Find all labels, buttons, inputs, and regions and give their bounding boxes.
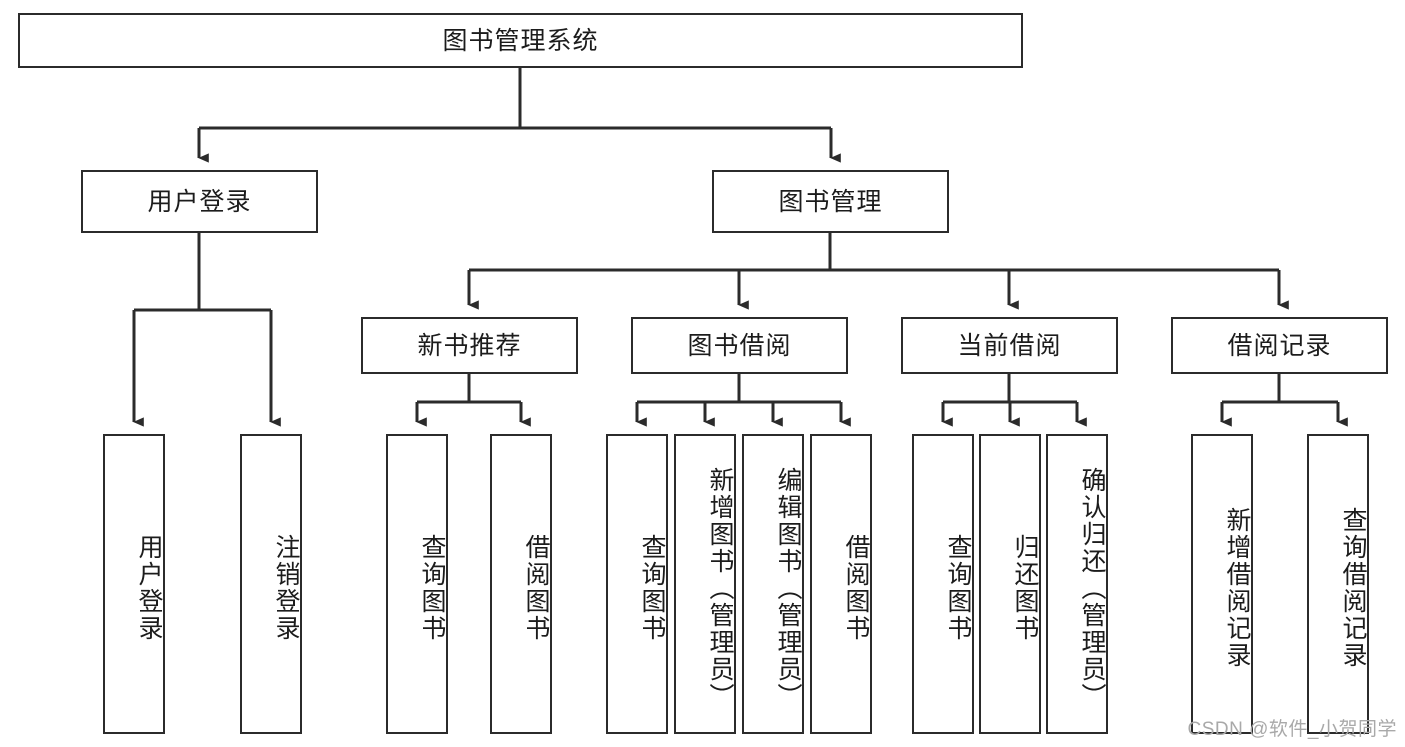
- node-new-book-recommend-label: 新书推荐: [417, 331, 522, 360]
- leaf-current-confirm-return-label: 确认归还（管理员）: [1078, 466, 1106, 710]
- leaf-record-add-label: 新增借阅记录: [1223, 507, 1251, 669]
- node-current-borrow-label: 当前借阅: [957, 331, 1062, 360]
- leaf-borrow-borrow-book-label: 借阅图书: [842, 534, 870, 642]
- node-user-login-label: 用户登录: [147, 187, 252, 216]
- node-root-system[interactable]: 图书管理系统: [18, 13, 1023, 68]
- leaf-user-logout-label: 注销登录: [272, 534, 300, 642]
- leaf-borrow-query-book-label: 查询图书: [638, 534, 666, 642]
- node-book-borrow-label: 图书借阅: [687, 331, 792, 360]
- leaf-newbook-borrow-book[interactable]: 借阅图书: [490, 434, 552, 734]
- node-borrow-record[interactable]: 借阅记录: [1171, 317, 1388, 374]
- node-new-book-recommend[interactable]: 新书推荐: [361, 317, 578, 374]
- leaf-borrow-add-book-label: 新增图书（管理员）: [706, 466, 734, 710]
- leaf-current-query-book-label: 查询图书: [944, 534, 972, 642]
- leaf-current-query-book[interactable]: 查询图书: [912, 434, 974, 734]
- leaf-borrow-edit-book[interactable]: 编辑图书（管理员）: [742, 434, 804, 734]
- leaf-newbook-query-book-label: 查询图书: [418, 534, 446, 642]
- node-book-management-label: 图书管理: [778, 187, 883, 216]
- leaf-record-query[interactable]: 查询借阅记录: [1307, 434, 1369, 734]
- leaf-current-return-book[interactable]: 归还图书: [979, 434, 1041, 734]
- leaf-record-query-label: 查询借阅记录: [1339, 507, 1367, 669]
- leaf-current-confirm-return[interactable]: 确认归还（管理员）: [1046, 434, 1108, 734]
- leaf-user-login[interactable]: 用户登录: [103, 434, 165, 734]
- csdn-watermark: CSDN @软件_小贺同学: [1187, 719, 1397, 740]
- leaf-current-return-book-label: 归还图书: [1011, 534, 1039, 642]
- leaf-borrow-add-book[interactable]: 新增图书（管理员）: [674, 434, 736, 734]
- leaf-newbook-borrow-book-label: 借阅图书: [522, 534, 550, 642]
- leaf-borrow-edit-book-label: 编辑图书（管理员）: [774, 466, 802, 710]
- node-current-borrow[interactable]: 当前借阅: [901, 317, 1118, 374]
- leaf-record-add[interactable]: 新增借阅记录: [1191, 434, 1253, 734]
- leaf-newbook-query-book[interactable]: 查询图书: [386, 434, 448, 734]
- node-book-management[interactable]: 图书管理: [712, 170, 949, 233]
- node-book-borrow[interactable]: 图书借阅: [631, 317, 848, 374]
- leaf-borrow-query-book[interactable]: 查询图书: [606, 434, 668, 734]
- leaf-user-logout[interactable]: 注销登录: [240, 434, 302, 734]
- leaf-borrow-borrow-book[interactable]: 借阅图书: [810, 434, 872, 734]
- node-user-login[interactable]: 用户登录: [81, 170, 318, 233]
- node-root-label: 图书管理系统: [442, 26, 599, 55]
- node-borrow-record-label: 借阅记录: [1227, 331, 1332, 360]
- leaf-user-login-label: 用户登录: [135, 534, 163, 642]
